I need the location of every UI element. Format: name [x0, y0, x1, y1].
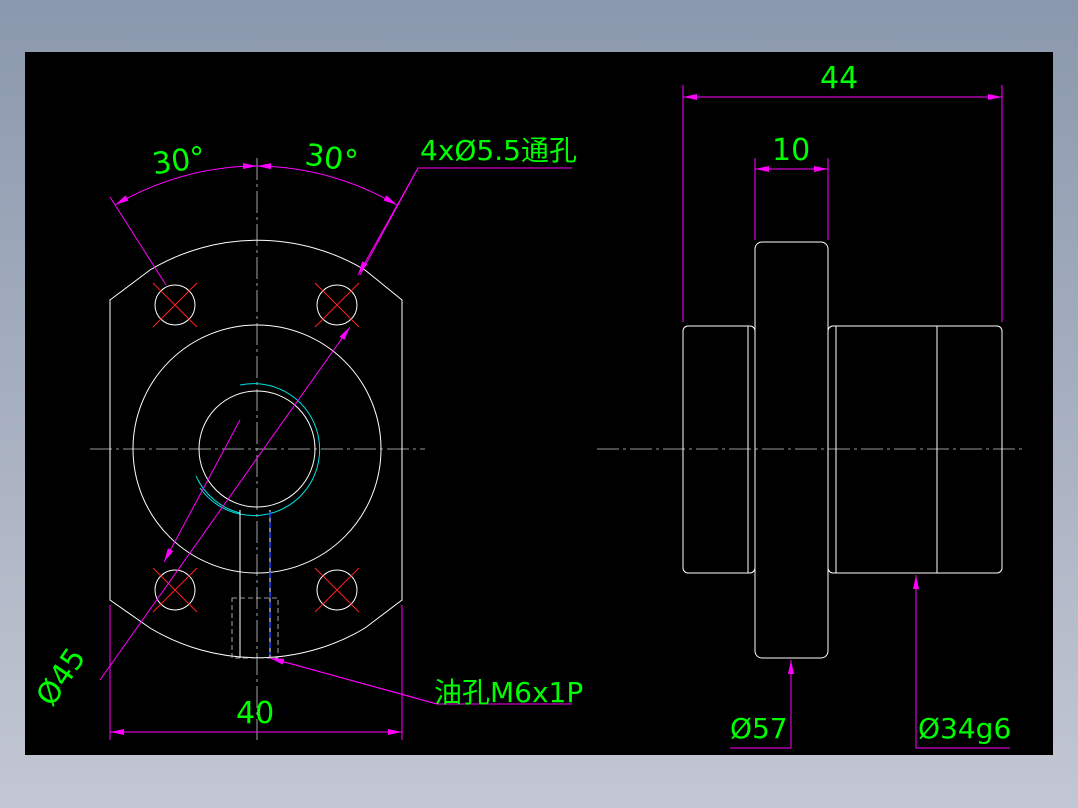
flange-outline: [109, 239, 403, 659]
pcd-arrow: [163, 419, 241, 563]
angle-left-label: 30°: [150, 140, 208, 182]
side-view: 44 10 Ø57 Ø34g6: [597, 61, 1025, 749]
oil-hole-leader-arrow: [269, 657, 438, 705]
width-label: 40: [236, 696, 274, 731]
bore-circle: [198, 390, 316, 508]
thread-arc-2: [195, 475, 241, 514]
hole-note-label: 4xØ5.5通孔: [420, 134, 577, 167]
thread-arc: [199, 383, 321, 517]
bolt-holes: [152, 282, 360, 613]
pcd-label: Ø45: [30, 642, 94, 713]
pcd-dim-line: [99, 326, 351, 681]
right-body: [827, 325, 1003, 574]
oil-hole-label: 油孔M6x1P: [434, 676, 583, 709]
length-label: 44: [820, 61, 858, 96]
hole-cross-marks: [152, 282, 360, 613]
body-circle: [132, 324, 382, 574]
angle-dim-right: [256, 163, 398, 206]
bolt-hole: [154, 284, 196, 326]
bolt-hole: [316, 569, 358, 611]
hole-leader-arrow: [357, 167, 419, 276]
angle-dim-left: [114, 163, 258, 206]
bolt-hole: [154, 569, 196, 611]
left-body: [682, 325, 756, 574]
front-view: 30° 30° 4xØ5.5通孔 Ø45 40 油孔M6x1P: [30, 134, 583, 740]
body-dia-leader: [915, 575, 1010, 749]
flange: [754, 241, 829, 659]
body-dia-label: Ø34g6: [918, 712, 1011, 745]
flange-dia-label: Ø57: [730, 712, 788, 745]
angle-right-label: 30°: [303, 138, 361, 180]
flange-thickness-label: 10: [772, 133, 810, 168]
hole-leader: [359, 167, 572, 276]
angle-extension: [109, 196, 167, 286]
oil-hole-hidden-rect: [231, 597, 279, 659]
bolt-hole: [316, 284, 358, 326]
